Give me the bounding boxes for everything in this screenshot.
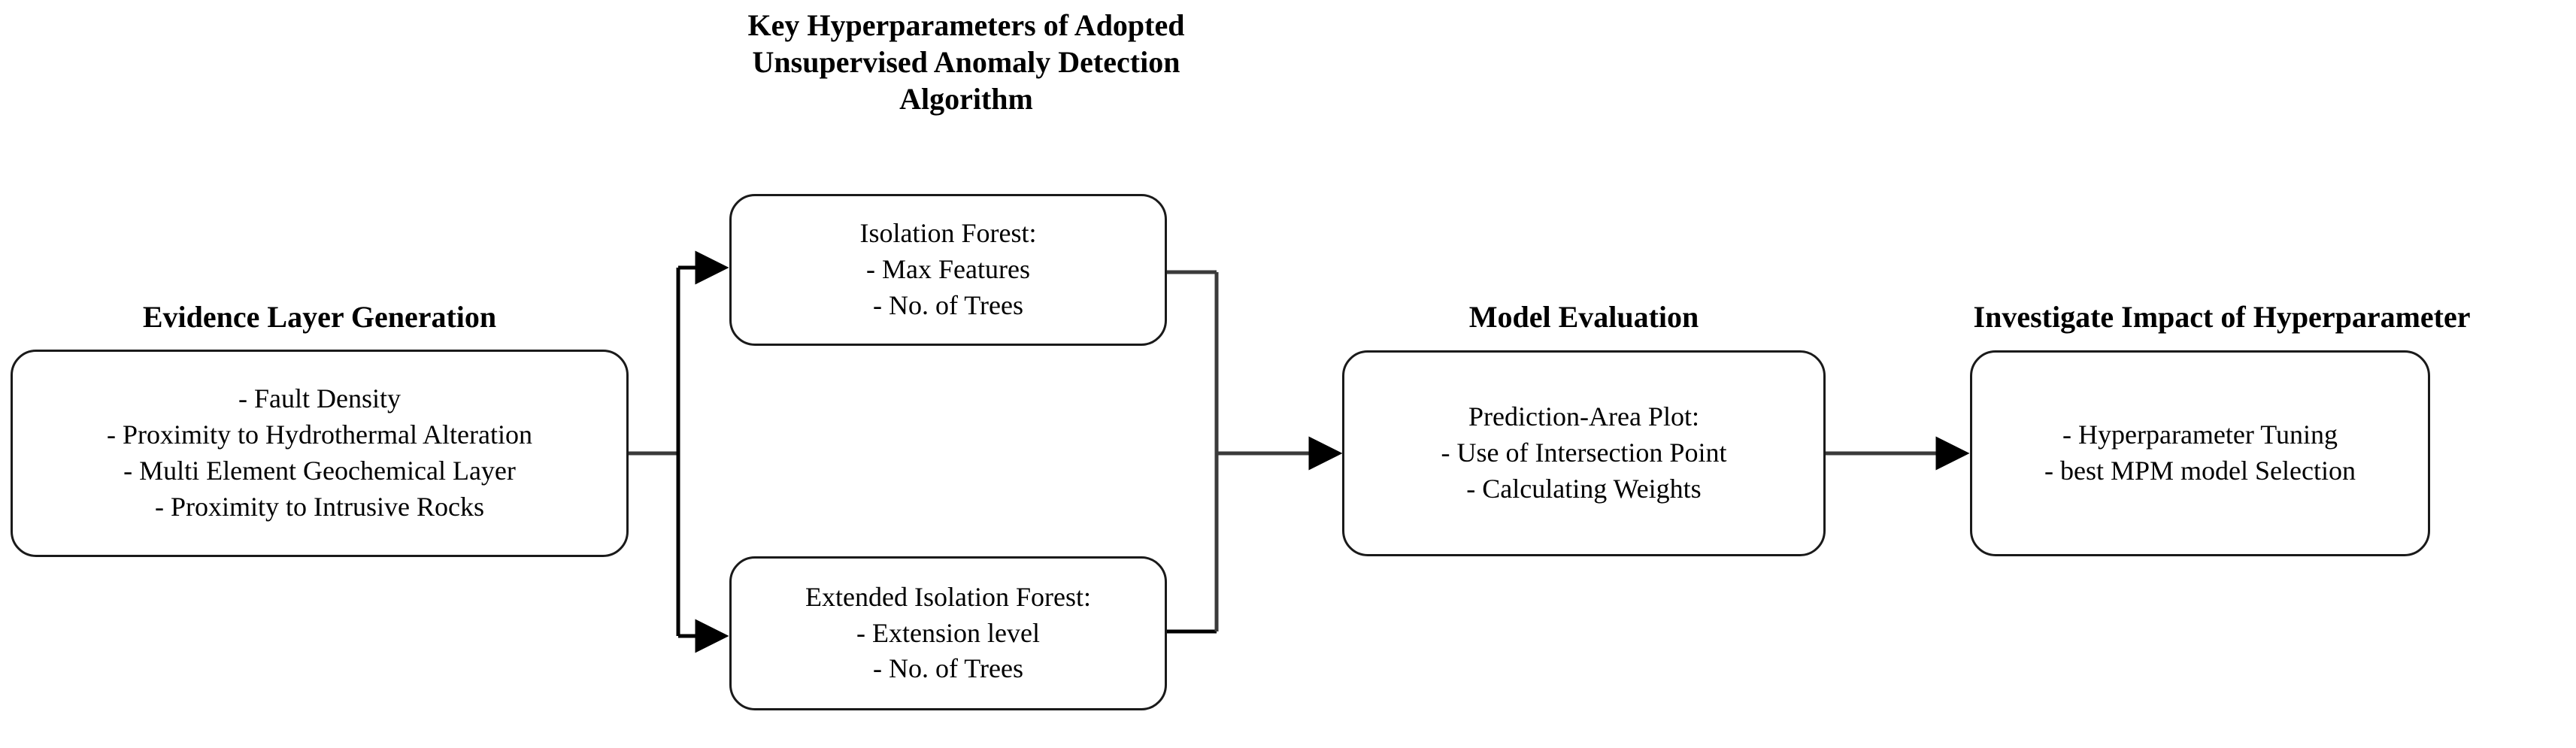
node-line: - No. of Trees	[872, 653, 1023, 684]
node-line: - Proximity to Intrusive Rocks	[155, 491, 484, 522]
node-evidence-layer-generation: - Fault Density - Proximity to Hydrother…	[11, 350, 629, 557]
header-title: Key Hyperparameters of Adopted Unsupervi…	[665, 8, 1267, 117]
node-line: - best MPM model Selection	[2044, 456, 2356, 486]
node-line: Prediction-Area Plot:	[1468, 401, 1699, 432]
header-title-line-3: Algorithm	[899, 81, 1033, 116]
evidence-layer-heading: Evidence Layer Generation	[142, 300, 497, 334]
node-investigate-impact: - Hyperparameter Tuning - best MPM model…	[1970, 350, 2430, 556]
header-title-line-1: Key Hyperparameters of Adopted	[747, 8, 1185, 42]
investigate-impact-heading: Investigate Impact of Hyperparameter	[1973, 300, 2471, 334]
node-line: - Fault Density	[238, 383, 401, 414]
node-line: Extended Isolation Forest:	[805, 581, 1091, 612]
node-line: - No. of Trees	[872, 289, 1023, 320]
node-line: - Hyperparameter Tuning	[2062, 419, 2338, 450]
node-line: - Proximity to Hydrothermal Alteration	[107, 419, 532, 450]
node-isolation-forest: Isolation Forest: - Max Features - No. o…	[729, 194, 1167, 346]
node-line: - Extension level	[856, 617, 1040, 648]
node-line: - Max Features	[866, 254, 1030, 285]
model-evaluation-heading: Model Evaluation	[1468, 300, 1699, 334]
node-line: Isolation Forest:	[859, 218, 1037, 249]
node-model-evaluation: Prediction-Area Plot: - Use of Intersect…	[1342, 350, 1826, 556]
node-extended-isolation-forest: Extended Isolation Forest: - Extension l…	[729, 556, 1167, 710]
node-line: - Use of Intersection Point	[1441, 438, 1727, 468]
node-line: - Multi Element Geochemical Layer	[123, 456, 516, 486]
header-title-line-2: Unsupervised Anomaly Detection	[752, 44, 1180, 79]
node-line: - Calculating Weights	[1466, 473, 1702, 504]
